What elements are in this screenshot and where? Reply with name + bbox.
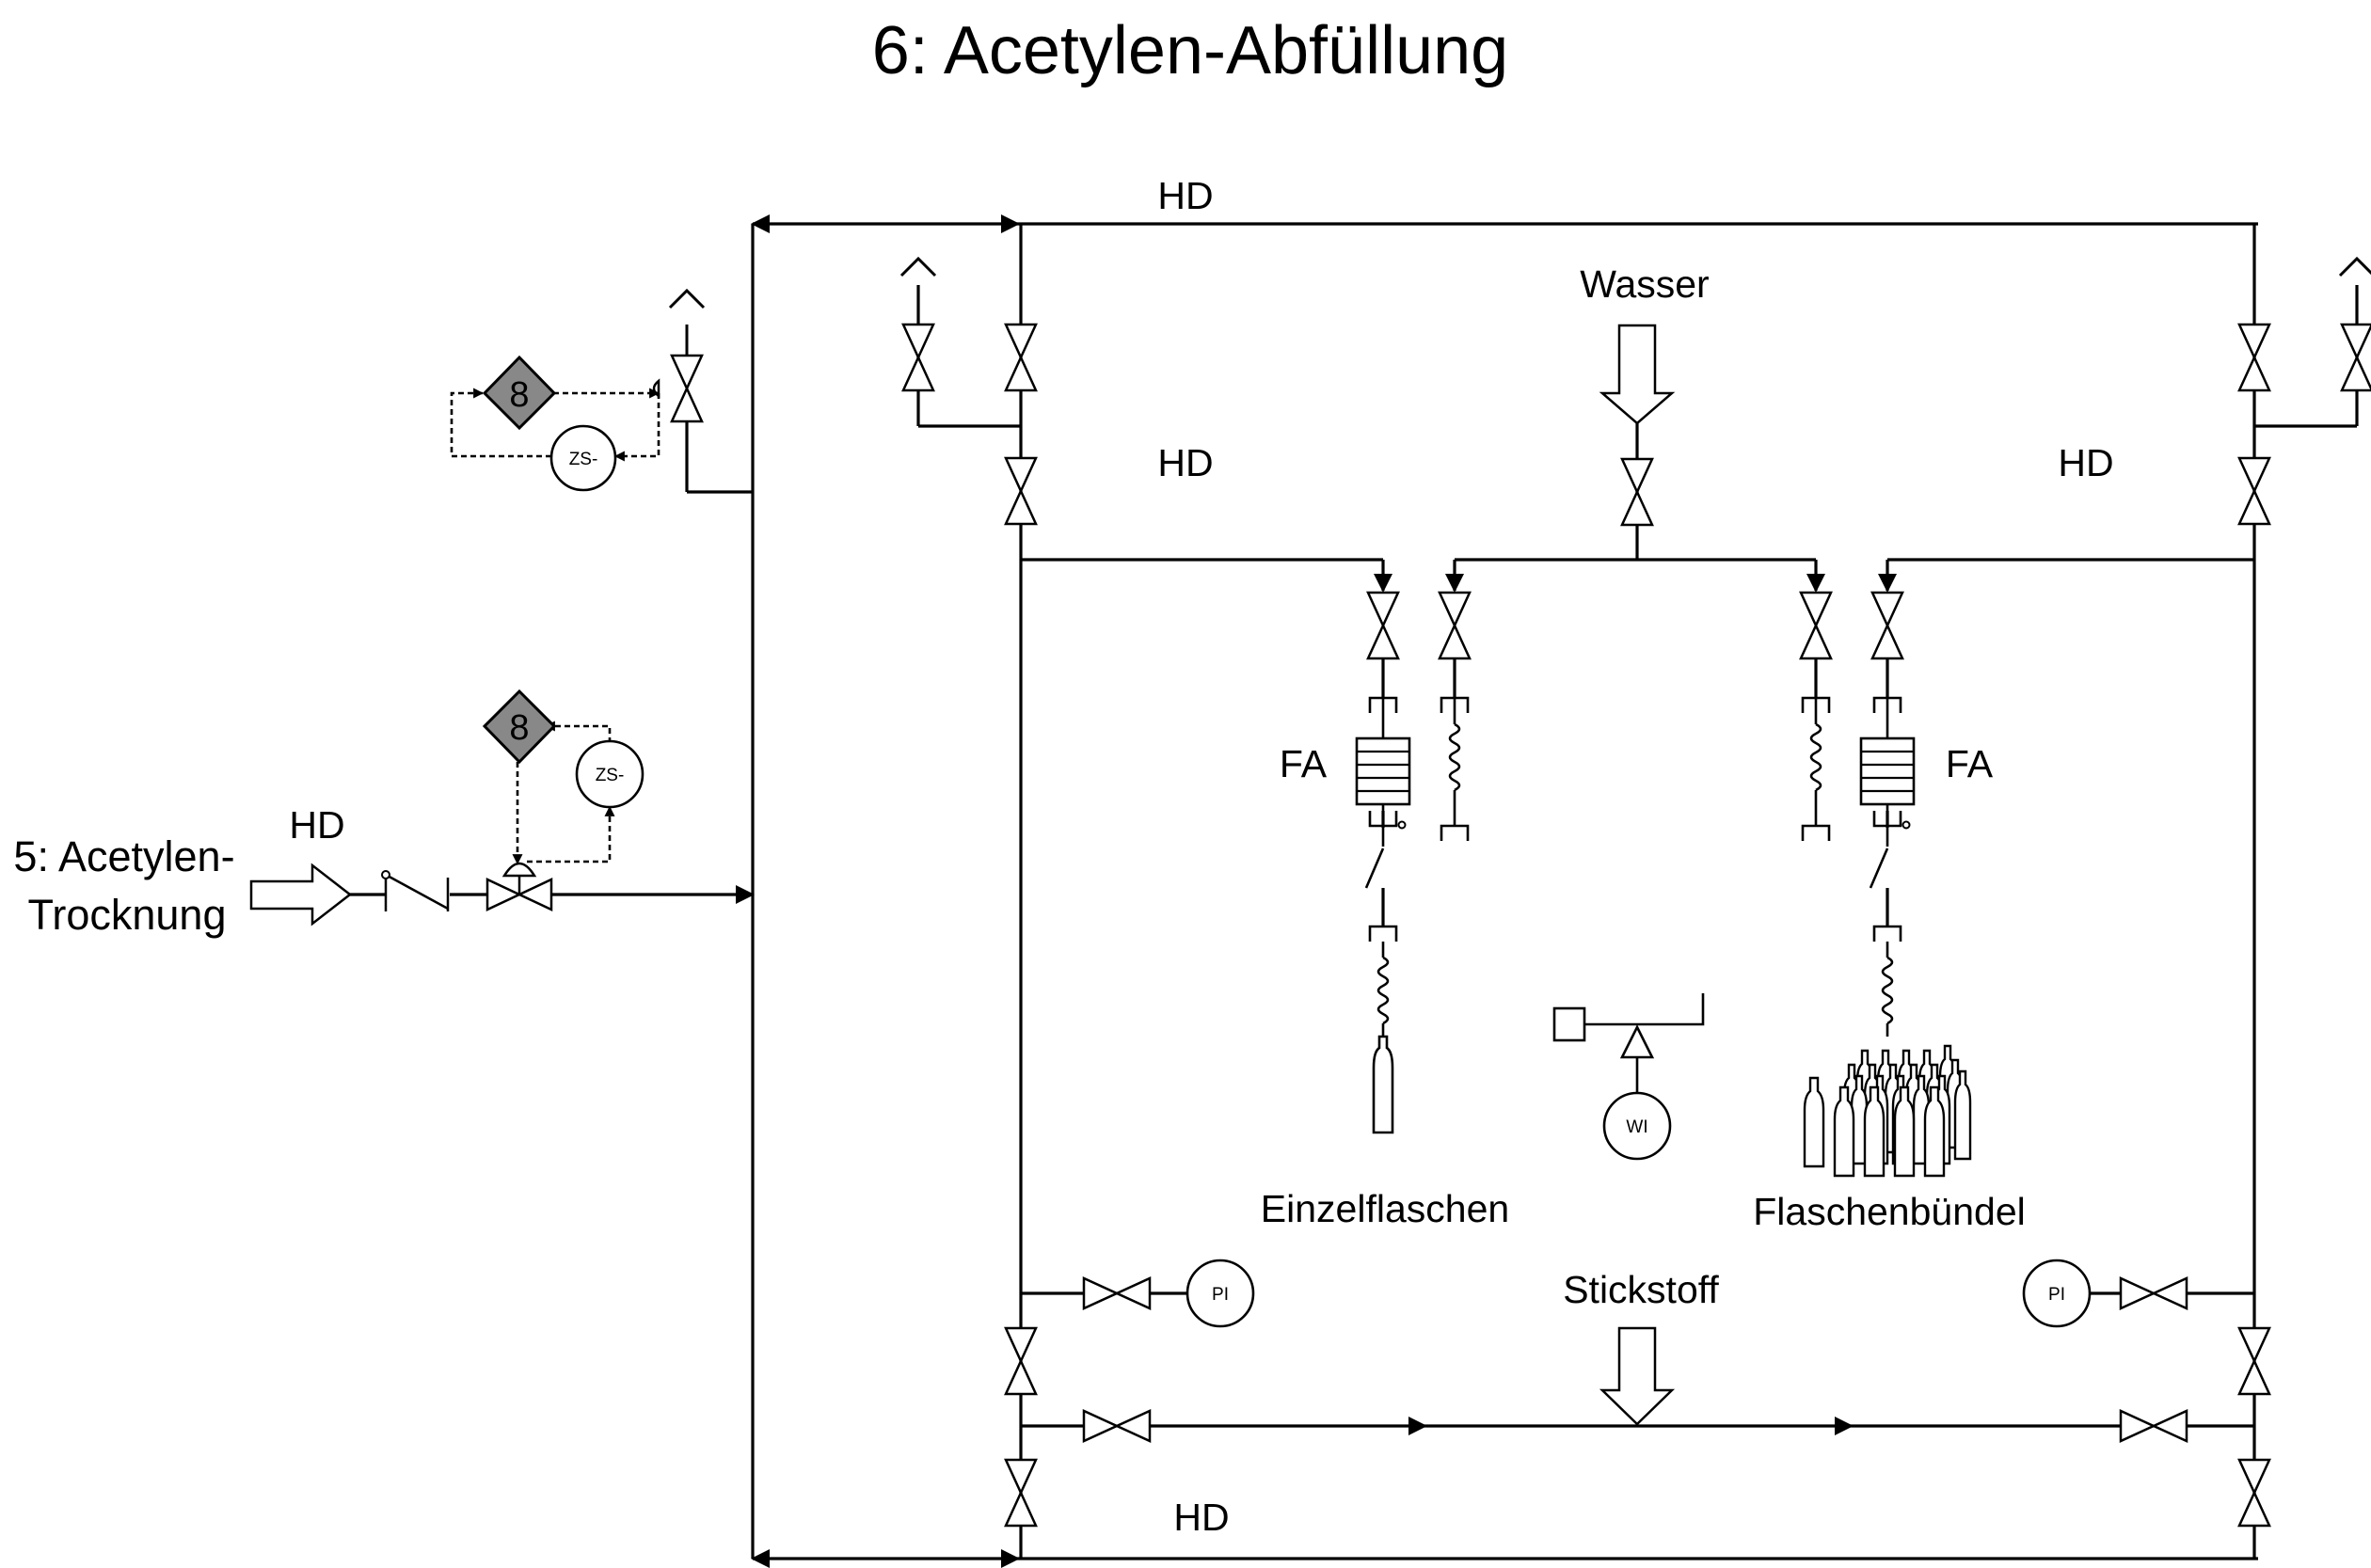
cylinder-bundle <box>1803 1044 1972 1178</box>
vent-cap-relief <box>668 288 706 309</box>
signal-bottom-valve-to-zs <box>527 805 615 863</box>
valve-nitrogen-right <box>2119 1409 2188 1443</box>
label-hd-bottom: HD <box>1173 1496 1229 1539</box>
flame-arrestor-left <box>1355 736 1411 806</box>
valve-right-header-mid <box>2237 456 2271 526</box>
valve-right-lower-2 <box>2237 1458 2271 1528</box>
zs-instrument-bottom <box>575 739 644 809</box>
label-einzelflaschen: Einzelflaschen <box>1261 1187 1509 1230</box>
valve-left-vent <box>901 323 935 392</box>
signal-bottom-zs-to-interlock <box>544 721 612 743</box>
valve-top-right-main <box>2237 323 2271 392</box>
valve-right-vent <box>2340 323 2371 392</box>
label-inlet-line2: Trocknung <box>28 891 227 939</box>
zs-instrument-top <box>549 424 617 492</box>
valve-water <box>1620 457 1654 527</box>
label-hd-right-mid: HD <box>2058 441 2113 484</box>
connector-right-lower <box>1872 925 1902 958</box>
label-wasser: Wasser <box>1580 262 1709 306</box>
valve-nitrogen-left <box>1082 1409 1152 1443</box>
connector-right-fa-bottom <box>1872 804 1902 828</box>
hose-water-right <box>1809 722 1822 826</box>
diagram-title: 6: Acetylen-Abfüllung <box>872 13 1508 88</box>
hose-right-bundle <box>1881 956 1894 1037</box>
vent-cap-right <box>2338 256 2371 277</box>
check-left <box>1364 828 1385 927</box>
hose-left-bottle <box>1376 956 1390 1037</box>
zs-top-label: ZS- <box>569 450 598 469</box>
zs-bottom-label: ZS- <box>596 766 625 785</box>
connector-left-fa-bottom <box>1368 804 1398 828</box>
check-right <box>1869 828 1889 927</box>
valve-water-right <box>1799 591 1833 660</box>
signal-top-valve-to-zs <box>613 393 660 462</box>
interlock-bottom-label: 8 <box>509 708 529 748</box>
label-fa-left: FA <box>1280 742 1328 785</box>
connector-water-right-bottom <box>1801 824 1831 841</box>
label-hd-top: HD <box>1157 174 1213 217</box>
check-left-hinge <box>1397 820 1407 830</box>
interlock-top-label: 8 <box>509 375 529 415</box>
pi-instrument-left <box>1186 1259 1255 1328</box>
pi-instrument-right <box>2022 1259 2092 1328</box>
check-valve-flap <box>385 873 449 911</box>
acetylene-inlet-arrow <box>249 863 353 927</box>
valve-right-lower-1 <box>2237 1326 2271 1396</box>
scale-fulcrum <box>1619 1024 1655 1059</box>
valve-water-left <box>1438 591 1472 660</box>
check-right-hinge <box>1902 820 1911 830</box>
connector-left-fa-top <box>1368 696 1398 738</box>
label-hd-left-mid: HD <box>1157 441 1213 484</box>
pi-right-label: PI <box>2048 1285 2065 1305</box>
water-inlet-arrow <box>1599 324 1676 425</box>
signal-top-zs-to-interlock <box>450 388 551 458</box>
hose-water-left <box>1448 722 1461 826</box>
flame-arrestor-right <box>1859 736 1916 806</box>
connector-water-left-bottom <box>1440 824 1470 841</box>
valve-fa-left <box>1366 591 1400 660</box>
valve-pi-left <box>1082 1276 1152 1310</box>
connector-left-lower <box>1368 925 1398 958</box>
label-inlet-line1: 5: Acetylen- <box>13 832 234 880</box>
valve-fa-right <box>1870 591 1904 660</box>
vent-cap-left <box>899 256 937 277</box>
label-hd-inlet: HD <box>289 803 344 847</box>
nitrogen-inlet-arrow <box>1599 1326 1676 1426</box>
valve-pi-right <box>2119 1276 2188 1310</box>
relief-valve <box>670 354 704 423</box>
connector-water-right-top <box>1801 696 1831 724</box>
valve-left-lower-2 <box>1004 1458 1038 1528</box>
single-cylinder <box>1372 1035 1394 1134</box>
connector-right-fa-top <box>1872 696 1902 738</box>
label-flaschenbuendel: Flaschenbündel <box>1753 1190 2025 1233</box>
valve-left-lower-1 <box>1004 1326 1038 1396</box>
interlock-diamond-bottom <box>482 689 557 765</box>
control-valve-actuator <box>501 862 537 878</box>
connector-water-left-top <box>1440 696 1470 724</box>
label-stickstoff: Stickstoff <box>1563 1268 1719 1311</box>
interlock-diamond-top <box>482 355 557 431</box>
wi-label: WI <box>1626 1117 1647 1137</box>
valve-left-header-mid <box>1004 456 1038 526</box>
scale-beam <box>1584 993 1705 1026</box>
valve-top-left-main <box>1004 323 1038 392</box>
scale-counterweight <box>1552 1006 1586 1042</box>
label-fa-right: FA <box>1946 742 1994 785</box>
check-valve-hinge <box>381 870 390 879</box>
pi-left-label: PI <box>1212 1285 1229 1305</box>
